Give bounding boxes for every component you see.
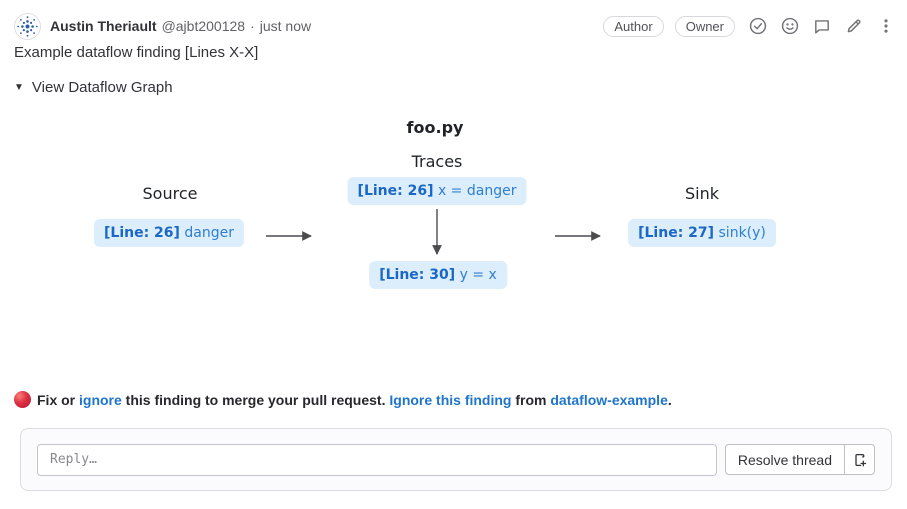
reply-container: Resolve thread [20, 428, 892, 491]
ignore-link[interactable]: ignore [79, 391, 122, 408]
sink-line-label: [Line: 27] [638, 225, 715, 241]
new-issue-icon-button[interactable] [844, 444, 875, 475]
source-line-label: [Line: 26] [104, 225, 180, 241]
alert-middle: this finding to merge your pull request. [121, 391, 390, 408]
repo-link[interactable]: dataflow-example [550, 391, 668, 408]
finding-text: Example dataflow finding [Lines X-X] [14, 44, 259, 61]
reply-input[interactable] [37, 443, 717, 476]
graph-edges [266, 209, 601, 255]
graph-file-title: foo.py [406, 118, 464, 137]
author-badge: Author [603, 15, 664, 37]
resolve-button-group: Resolve thread [724, 444, 875, 475]
disclosure-label: View Dataflow Graph [31, 79, 173, 96]
avatar[interactable] [14, 12, 41, 40]
ignore-finding-link[interactable]: Ignore this finding [389, 391, 512, 408]
dataflow-graph: foo.py Traces Source Sink [Line: 26] x =… [0, 110, 907, 310]
separator-dot: · [250, 18, 255, 34]
alert-from: from [511, 391, 551, 408]
view-dataflow-graph-toggle[interactable]: ▼ View Dataflow Graph [14, 79, 173, 96]
trace-node-1[interactable]: [Line: 26] x = danger [347, 177, 527, 205]
comment-header: Austin Theriault @ajbt200128 · just now … [14, 12, 895, 40]
trace2-code: y = x [459, 267, 497, 283]
source-column-label: Source [142, 184, 198, 203]
alert-period: . [667, 391, 672, 408]
author-username: @ajbt200128 [161, 18, 246, 34]
alert-fix-or: Fix or [37, 391, 80, 408]
smiley-icon[interactable] [781, 17, 799, 35]
sink-code: sink(y) [718, 225, 766, 241]
trace1-code: x = danger [437, 183, 517, 199]
sink-column-label: Sink [684, 184, 720, 203]
trace-node-2[interactable]: [Line: 30] y = x [369, 261, 507, 289]
timestamp: just now [259, 18, 312, 34]
comment-icon[interactable] [813, 17, 831, 35]
sink-node[interactable]: [Line: 27] sink(y) [628, 219, 776, 247]
author-name[interactable]: Austin Theriault [50, 18, 157, 34]
traces-column-label: Traces [411, 152, 463, 171]
source-node[interactable]: [Line: 26] danger [94, 219, 244, 247]
owner-badge: Owner [674, 15, 735, 37]
alert-text: Fix or ignore this finding to merge your… [37, 392, 672, 408]
resolve-thread-button[interactable]: Resolve thread [724, 444, 845, 475]
triangle-down-icon: ▼ [14, 82, 24, 93]
pencil-icon[interactable] [845, 17, 863, 35]
new-issue-icon [854, 453, 866, 466]
trace1-line-label: [Line: 26] [357, 183, 434, 199]
trace2-line-label: [Line: 30] [379, 267, 456, 283]
kebab-menu-icon[interactable] [877, 17, 895, 35]
resolve-check-icon[interactable] [749, 17, 767, 35]
merge-alert: Fix or ignore this finding to merge your… [14, 391, 893, 408]
source-code: danger [184, 225, 234, 241]
red-circle-icon [14, 391, 31, 408]
